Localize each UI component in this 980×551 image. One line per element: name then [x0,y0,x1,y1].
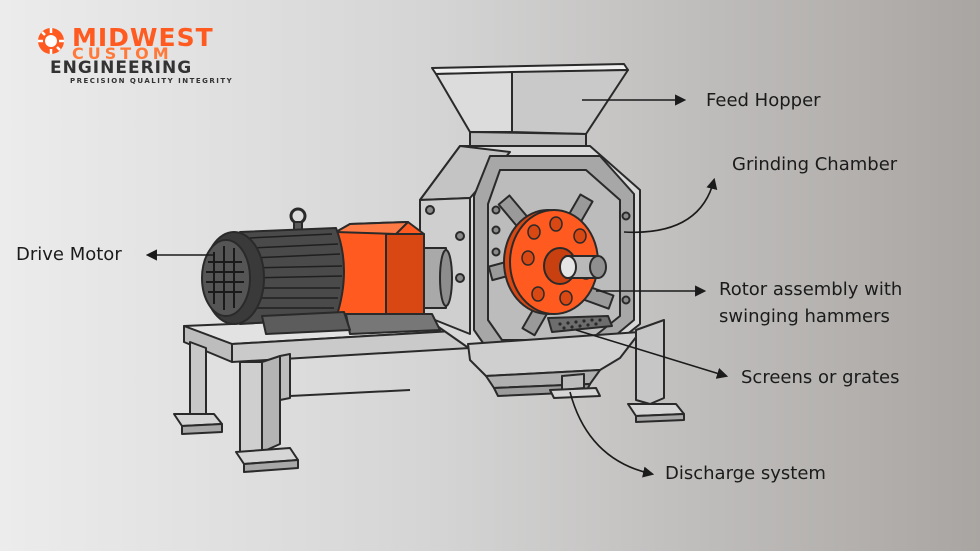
label-screens: Screens or grates [741,367,900,388]
discharge-chute [467,319,685,423]
base-frame [173,315,471,473]
curved-arrow-icon [623,177,718,234]
arrow-right-icon [575,329,729,379]
drive-motor [201,207,351,335]
logo-tagline: PRECISION QUALITY INTEGRITY [70,77,234,85]
label-rotor-line2: swinging hammers [719,306,890,327]
label-feed-hopper: Feed Hopper [706,90,821,111]
feed-hopper [431,63,629,151]
gear-icon [38,28,64,54]
logo-text-engineering: ENGINEERING [50,58,193,78]
company-logo: MIDWEST CUSTOM ENGINEERING PRECISION QUA… [36,24,236,88]
label-rotor-line1: Rotor assembly with [719,279,903,300]
gearbox [335,221,453,335]
curved-arrow-icon [569,391,655,478]
label-grinding-chamber: Grinding Chamber [732,154,898,175]
logo-text-midwest: MIDWEST [72,23,214,52]
annotation-arrows [145,94,729,478]
logo-text-custom: CUSTOM [72,44,173,63]
rotor-assembly [487,193,615,337]
label-discharge: Discharge system [665,463,826,484]
label-drive-motor: Drive Motor [16,244,122,265]
